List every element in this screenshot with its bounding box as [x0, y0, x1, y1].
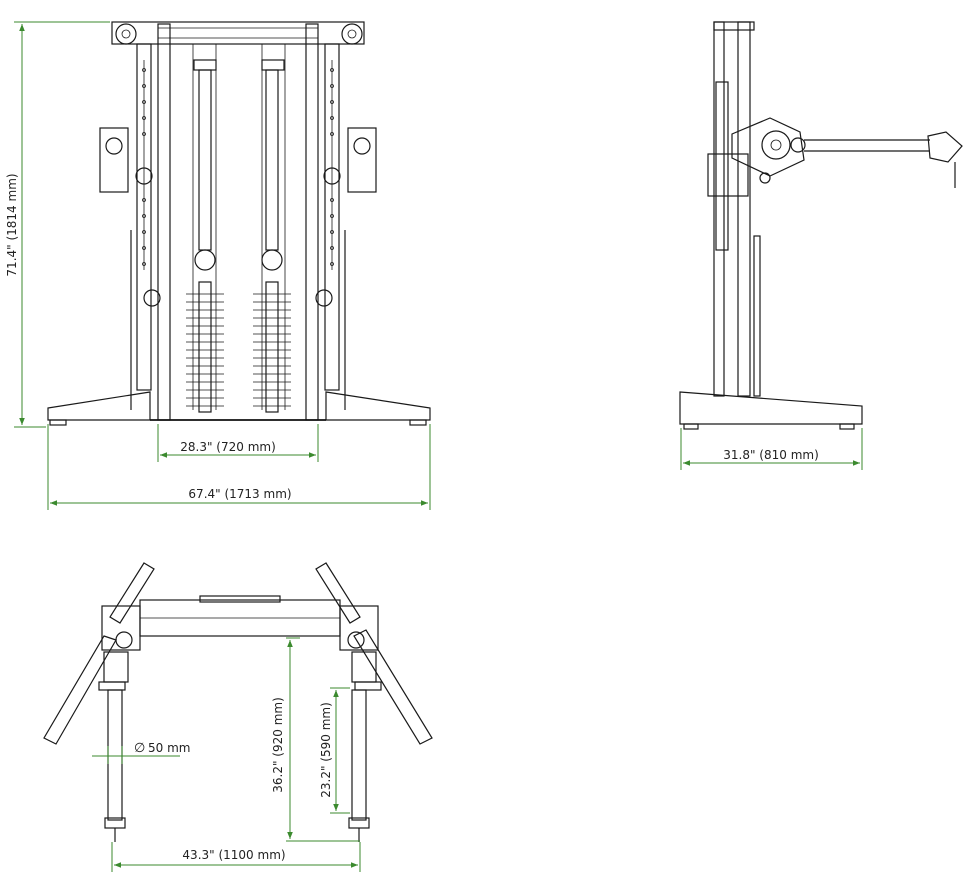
- top-view: [43, 562, 433, 842]
- front-top-beam: [111, 21, 365, 45]
- top-right-rail: [351, 689, 367, 821]
- right-stack-pulley: [261, 249, 283, 271]
- dim-depth: 31.8" (810 mm): [680, 428, 863, 470]
- left-stack-pulley: [194, 249, 216, 271]
- side-main-upright: [713, 21, 725, 397]
- height-label: 71.4" (1814 mm): [5, 173, 19, 276]
- top-left-arm-upper: [109, 562, 155, 624]
- left-weight-stack: [186, 293, 224, 407]
- tube-diameter-symbol: ∅: [134, 741, 145, 756]
- overall-width-label: 67.4" (1713 mm): [188, 487, 291, 501]
- outer-left-upright: [136, 43, 152, 391]
- outer-right-upright: [324, 43, 340, 391]
- depth-label: 31.8" (810 mm): [723, 448, 819, 462]
- dim-footprint-width: 43.3" (1100 mm): [111, 842, 361, 872]
- right-weight-stack: [253, 293, 291, 407]
- side-base: [679, 391, 863, 425]
- left-base-foot: [47, 391, 151, 421]
- arm-depth-label: 23.2" (590 mm): [319, 702, 333, 798]
- side-pivot-plate: [731, 117, 805, 177]
- top-left-corner: [101, 605, 141, 651]
- guide-rods: [192, 44, 286, 410]
- dim-inner-width: 28.3" (720 mm): [157, 424, 319, 462]
- tube-diameter-label: 50 mm: [148, 741, 190, 755]
- left-carriage: [99, 127, 129, 193]
- side-view: [679, 21, 963, 430]
- side-arm-end-pulley: [927, 131, 963, 163]
- inner-width-label: 28.3" (720 mm): [180, 440, 276, 454]
- dim-footprint-depth: 36.2" (920 mm): [271, 637, 360, 842]
- dim-arm-depth: 23.2" (590 mm): [319, 687, 350, 814]
- hole-pattern: [142, 68, 334, 266]
- dim-tube-diameter: ∅ 50 mm: [92, 741, 190, 764]
- top-left-foot: [43, 635, 117, 745]
- right-base-foot: [325, 391, 431, 421]
- inner-right-upright: [305, 23, 319, 421]
- side-carriage: [707, 153, 749, 197]
- right-carriage: [347, 127, 377, 193]
- top-left-rail: [107, 689, 123, 821]
- footprint-depth-label: 36.2" (920 mm): [271, 697, 285, 793]
- dim-overall-width: 67.4" (1713 mm): [47, 424, 431, 510]
- top-right-arm-upper: [315, 562, 361, 624]
- footprint-width-label: 43.3" (1100 mm): [182, 848, 285, 862]
- top-right-foot: [353, 629, 433, 745]
- inner-left-upright: [157, 23, 171, 421]
- front-view: [47, 21, 431, 426]
- top-left-pulley: [115, 23, 137, 45]
- top-right-corner: [339, 605, 379, 651]
- top-right-pulley: [341, 23, 363, 45]
- dim-height: 71.4" (1814 mm): [5, 21, 110, 428]
